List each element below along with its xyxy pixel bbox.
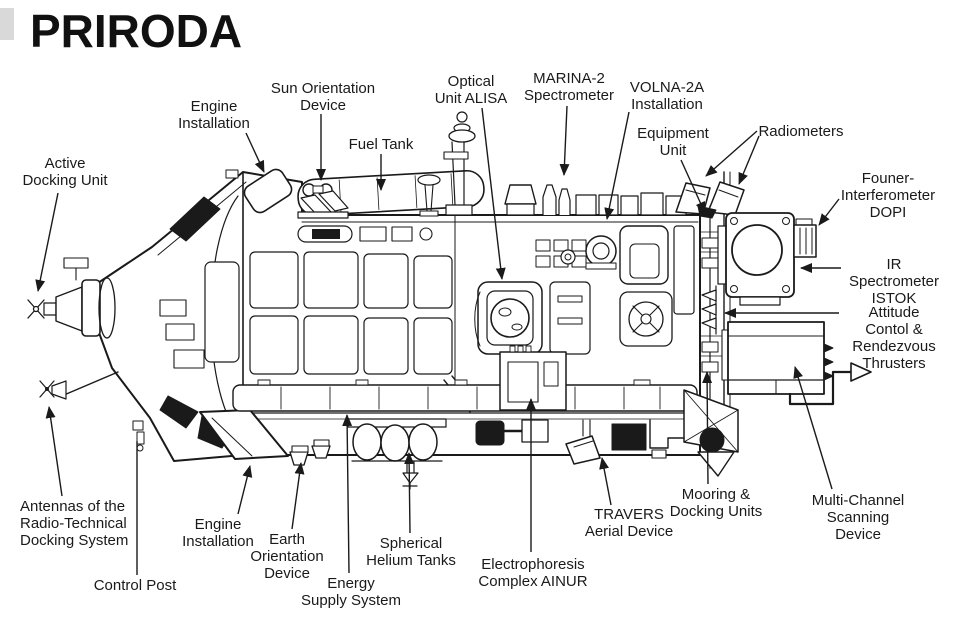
leader-volna-2a [604, 111, 630, 220]
leader-optical-alisa [481, 107, 506, 280]
scan-artifact [0, 8, 14, 40]
leader-dopi [818, 198, 840, 226]
leader-radiometers-2 [738, 135, 760, 185]
leader-antennas [45, 406, 63, 497]
label-radiometers: Radiometers [758, 123, 844, 140]
label-attitude-control-thrusters: Attitude Contol & Rendezvous Thrusters [852, 304, 936, 372]
leader-multi-channel [793, 366, 833, 490]
mooring-assembly [683, 389, 739, 477]
label-mooring-docking-units: Mooring & Docking Units [669, 486, 763, 520]
locker-band [232, 379, 698, 412]
ainur-unit [499, 345, 567, 411]
leader-lines [35, 105, 841, 575]
label-energy-supply-system: Energy Supply System [300, 575, 402, 609]
istok-box [717, 212, 795, 306]
interior-panels [249, 225, 695, 413]
docking-probe [27, 257, 116, 339]
leader-engine-installation-bottom [237, 465, 253, 515]
radio-docking-antenna [39, 371, 119, 400]
label-electrophoresis-complex-ainur: Electrophoresis Complex AINUR [478, 556, 588, 590]
leader-earth-orientation [291, 462, 305, 530]
label-sun-orientation-device: Sun Orientation Device [270, 80, 376, 114]
label-control-post: Control Post [93, 577, 177, 594]
leader-marina-2 [559, 105, 570, 176]
label-spherical-helium-tanks: Spherical Helium Tanks [366, 535, 456, 569]
leader-radiometers-1 [705, 130, 758, 177]
scanner-box [721, 321, 872, 406]
nose-cone-interior [132, 181, 247, 452]
leader-mooring [702, 371, 713, 485]
label-marina-2-spectrometer: MARINA-2 Spectrometer [523, 70, 615, 104]
leader-energy-supply [342, 414, 353, 574]
label-multi-channel-scanning-device: Multi-Channel Scanning Device [811, 492, 905, 543]
label-engine-installation-top: Engine Installation [178, 98, 250, 132]
leader-active-docking-unit [35, 192, 59, 292]
bottom-equipment [289, 419, 699, 466]
label-ir-spectrometer-istok: IR Spectrometer ISTOK [848, 256, 940, 307]
alisa-mast [417, 111, 476, 217]
page-title: PRIRODA [30, 5, 243, 57]
dopi-box [793, 218, 817, 258]
deck-instruments [504, 184, 687, 216]
attitude-thrusters-drawing [701, 285, 717, 335]
label-active-docking-unit: Active Docking Unit [22, 155, 108, 189]
label-optical-unit-alisa: Optical Unit ALISA [434, 73, 508, 107]
lower-slope-panel [199, 409, 289, 460]
label-engine-installation-bottom: Engine Installation [182, 516, 254, 550]
leader-equipment-unit [680, 159, 706, 214]
leader-engine-installation-top [245, 132, 265, 173]
label-earth-orientation-device: Earth Orientation Device [250, 531, 324, 582]
label-volna-2a-installation: VOLNA-2A Installation [629, 79, 705, 113]
leader-spherical-tanks [404, 452, 415, 534]
label-fuel-tank: Fuel Tank [348, 136, 414, 153]
label-travers-aerial-device: TRAVERS Aerial Device [584, 506, 674, 540]
sun-orientation-drawing [297, 183, 349, 219]
label-founer-interferometer-dopi: Founer- Interferometer DOPI [840, 170, 936, 221]
label-equipment-unit: Equipment Unit [637, 125, 709, 159]
helium-tanks-drawing [347, 418, 447, 490]
label-antennas-radio-technical: Antennas of the Radio-Technical Docking … [20, 498, 129, 549]
engine-installation-top-drawing [225, 168, 293, 214]
leader-travers [599, 457, 612, 506]
